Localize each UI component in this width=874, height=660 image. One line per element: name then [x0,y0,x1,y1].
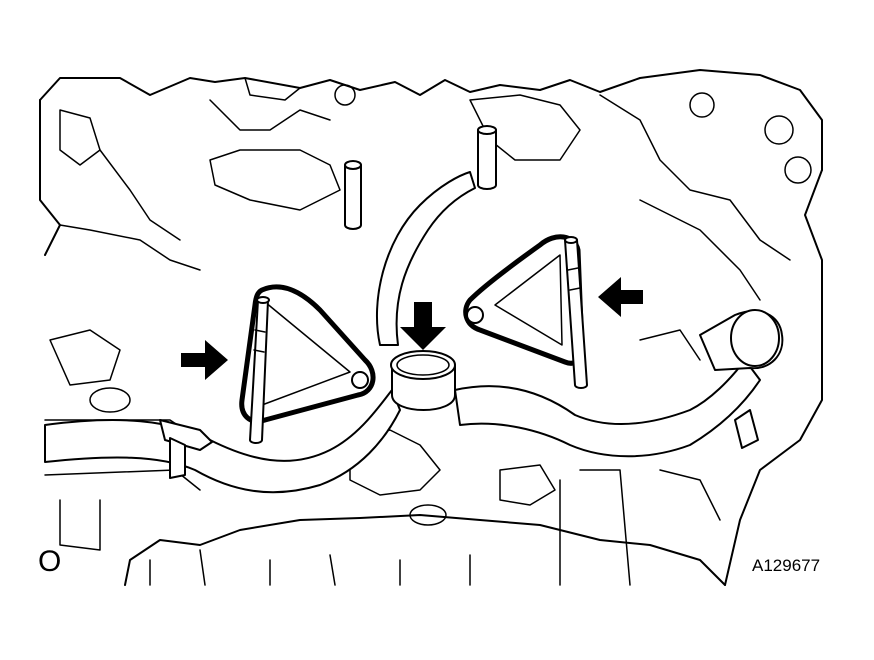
arrow-left-icon [598,277,643,317]
coolant-pipes [44,171,784,494]
view-marker: O [38,545,61,578]
callout-arrows [181,277,643,380]
center-plug [390,350,456,411]
arrow-down-icon [400,302,446,350]
figure-id: A129677 [752,556,820,575]
arrow-right-icon [181,340,228,380]
engine-block-background [39,69,823,586]
right-gasket [463,234,588,389]
upper-studs [344,125,497,230]
left-gasket [239,284,376,444]
